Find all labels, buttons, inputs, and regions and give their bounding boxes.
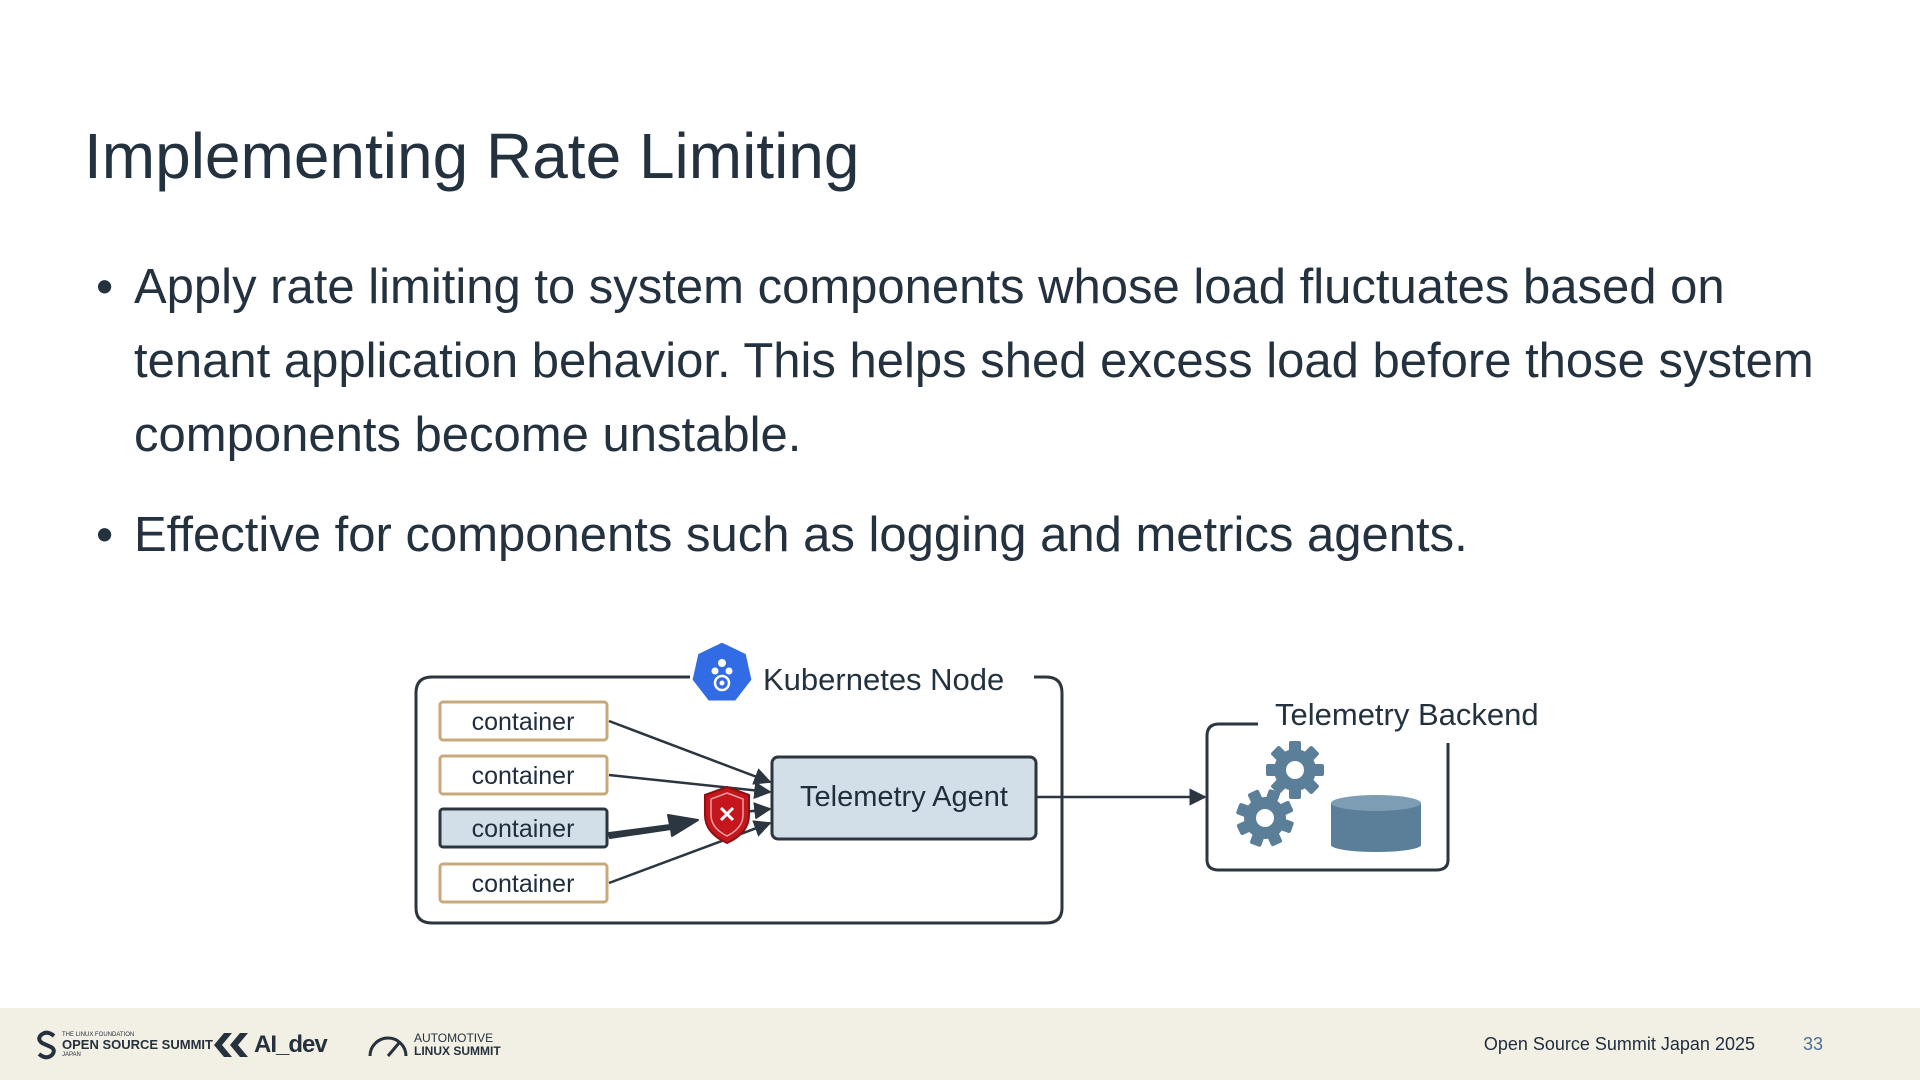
bullet-item: • Apply rate limiting to system componen… <box>96 250 1856 472</box>
event-name: Open Source Summit Japan 2025 <box>1483 1034 1755 1054</box>
slide-title: Implementing Rate Limiting <box>84 120 860 192</box>
kubernetes-node-label: Kubernetes Node <box>763 662 1004 697</box>
speedometer-icon <box>368 1036 408 1057</box>
container-box: container <box>438 700 609 742</box>
container-label: container <box>472 870 575 898</box>
gears-icon <box>1236 741 1324 847</box>
telemetry-agent-box: Telemetry Agent <box>770 755 1038 841</box>
database-icon <box>1331 795 1421 852</box>
logo-text: OPEN SOURCE SUMMIT <box>62 1037 213 1053</box>
footer: THE LINUX FOUNDATION OPEN SOURCE SUMMIT … <box>0 1008 1920 1080</box>
container-label: container <box>472 815 575 843</box>
page-number: 33 <box>1802 1034 1823 1054</box>
logo-sub-text: JAPAN <box>62 1051 81 1058</box>
automotive-linux-summit-logo: AUTOMOTIVE LINUX SUMMIT <box>366 1030 501 1060</box>
ai-dev-logo: AI_dev <box>212 1030 328 1060</box>
oss-logo-icon <box>37 1030 56 1060</box>
logo-text: AUTOMOTIVE <box>414 1031 494 1046</box>
telemetry-backend-frame <box>1205 722 1450 872</box>
bullet-glyph: • <box>96 508 114 562</box>
logo-foundation-text: THE LINUX FOUNDATION <box>62 1031 135 1038</box>
telemetry-backend-label: Telemetry Backend <box>1275 697 1539 732</box>
rate-limit-shield-icon <box>704 785 750 845</box>
kubernetes-icon <box>689 639 755 704</box>
container-box: container <box>438 862 609 904</box>
bullet-glyph: • <box>96 260 114 314</box>
kubernetes-node-frame <box>414 675 1064 925</box>
telemetry-agent-label: Telemetry Agent <box>800 781 1008 813</box>
container-box: container <box>438 754 609 796</box>
logo-text: AI_dev <box>254 1031 328 1058</box>
bullet-list: • Apply rate limiting to system componen… <box>96 250 1856 598</box>
flow-arrow <box>608 773 772 800</box>
container-label: container <box>472 708 575 736</box>
flow-arrow <box>608 820 772 885</box>
flow-arrow <box>608 719 772 785</box>
bullet-text: Effective for components such as logging… <box>134 508 1468 562</box>
bullet-text: Apply rate limiting to system components… <box>134 260 1814 462</box>
architecture-diagram: Kubernetes Node container container cont… <box>414 639 1539 925</box>
logo-text: LINUX SUMMIT <box>414 1044 501 1058</box>
noisy-container-box: container <box>438 807 609 849</box>
bullet-item: • Effective for components such as loggi… <box>96 498 1856 572</box>
container-label: container <box>472 762 575 790</box>
ai-dev-logo-icon <box>214 1033 248 1057</box>
heavy-load-arrow <box>608 814 699 839</box>
open-source-summit-logo: THE LINUX FOUNDATION OPEN SOURCE SUMMIT … <box>36 1030 213 1060</box>
